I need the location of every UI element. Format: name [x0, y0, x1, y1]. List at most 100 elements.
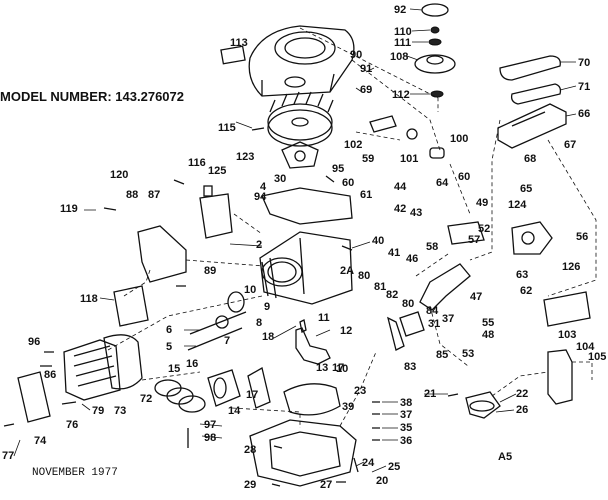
bracket-87 [137, 225, 187, 283]
starter-pulley-108 [414, 54, 456, 74]
part-label: 28 [244, 444, 256, 456]
baffle-94 [261, 187, 353, 225]
gasket-39 [283, 383, 341, 416]
part-label: 48 [482, 329, 494, 341]
part-label: 125 [208, 165, 226, 177]
part-label: 43 [410, 207, 422, 219]
part-label: 100 [450, 133, 468, 145]
pipe-83 [387, 316, 405, 351]
part-label: 82 [386, 289, 398, 301]
starter-cap-92 [421, 3, 449, 17]
part-label: 85 [436, 349, 448, 361]
part-label: 30 [274, 173, 286, 185]
part-label: 42 [394, 203, 406, 215]
part-label: 25 [388, 461, 400, 473]
part-label: 7 [224, 335, 230, 347]
part-label: 8 [256, 317, 262, 329]
part-label: 11 [318, 312, 330, 324]
part-label: 60 [342, 177, 354, 189]
part-label: 80 [358, 270, 370, 282]
air-filter-71 [510, 83, 562, 105]
part-label: 77 [2, 450, 14, 462]
part-label: 118 [80, 293, 98, 305]
part-label: 17 [246, 389, 258, 401]
part-label: 2A [340, 265, 354, 277]
decal-113 [220, 45, 246, 65]
air-cleaner-cover-70 [499, 55, 561, 81]
linkage-plate-52 [447, 221, 485, 245]
part-label: 112 [392, 89, 410, 101]
part-label: 44 [394, 181, 407, 193]
sheet-label: A5 [498, 451, 512, 463]
part-label: 87 [148, 189, 160, 201]
part-label: 10 [244, 284, 256, 296]
part-label: 22 [516, 388, 528, 400]
part-label: 115 [218, 122, 236, 134]
part-label: 49 [476, 197, 488, 209]
connecting-rod-17 [247, 367, 271, 409]
part-label: 92 [394, 4, 406, 16]
part-label: 13 [316, 362, 328, 374]
part-label: 70 [578, 57, 590, 69]
part-label: 47 [470, 291, 482, 303]
flywheel [267, 91, 334, 147]
part-label: 96 [28, 336, 40, 348]
part-label: 41 [388, 247, 400, 259]
crankshaft-13 [295, 327, 331, 365]
part-label: 20 [376, 475, 388, 487]
washer-111 [428, 38, 442, 46]
part-label: 89 [204, 265, 216, 277]
part-label: 59 [362, 153, 374, 165]
part-label: 5 [166, 341, 172, 353]
part-label: 94 [254, 191, 267, 203]
intake-elbow-47 [419, 263, 471, 311]
part-label: 80 [402, 298, 414, 310]
part-label: 64 [436, 177, 449, 189]
part-label: 72 [140, 393, 152, 405]
leader-lines [13, 8, 577, 473]
part-label: 17 [332, 362, 344, 374]
part-label: 123 [236, 151, 254, 163]
part-label: 29 [244, 479, 256, 491]
part-label: 12 [340, 325, 352, 337]
part-label: 113 [230, 37, 248, 49]
valve-spring [227, 291, 245, 313]
part-label: 105 [588, 351, 606, 363]
part-label: 71 [578, 81, 590, 93]
bushing-100 [429, 147, 445, 159]
part-label: 37 [442, 313, 454, 325]
part-label: 35 [400, 422, 412, 434]
part-label: 16 [186, 358, 198, 370]
piston-14 [207, 369, 241, 407]
part-label: 103 [558, 329, 576, 341]
blower-housing [248, 25, 355, 97]
nut-110 [430, 26, 440, 34]
model-number-label: MODEL NUMBER: 143.276072 [0, 89, 184, 104]
head-gasket-72 [103, 334, 143, 390]
plate-118 [113, 285, 149, 327]
part-label: 9 [264, 301, 270, 313]
carburetor-124 [511, 221, 553, 255]
part-label: 91 [360, 63, 372, 75]
part-label: 102 [344, 139, 362, 151]
part-label: 60 [458, 171, 470, 183]
part-label: 57 [468, 234, 480, 246]
part-label: 14 [228, 405, 241, 417]
part-label: 40 [372, 235, 384, 247]
shaft-102 [369, 115, 397, 133]
part-label: 86 [44, 369, 56, 381]
date-label: NOVEMBER 1977 [32, 467, 118, 479]
ignition-module [281, 141, 319, 169]
part-label: 37 [400, 409, 412, 421]
part-label: 95 [332, 163, 344, 175]
fasteners [3, 127, 459, 487]
bracket-84 [399, 311, 425, 337]
part-label: 2 [256, 239, 262, 251]
part-label: 74 [34, 435, 47, 447]
part-label: 79 [92, 405, 104, 417]
part-label: 55 [482, 317, 494, 329]
part-label: 67 [564, 139, 576, 151]
gasket-126 [543, 291, 591, 327]
part-label: 10 [336, 363, 348, 375]
